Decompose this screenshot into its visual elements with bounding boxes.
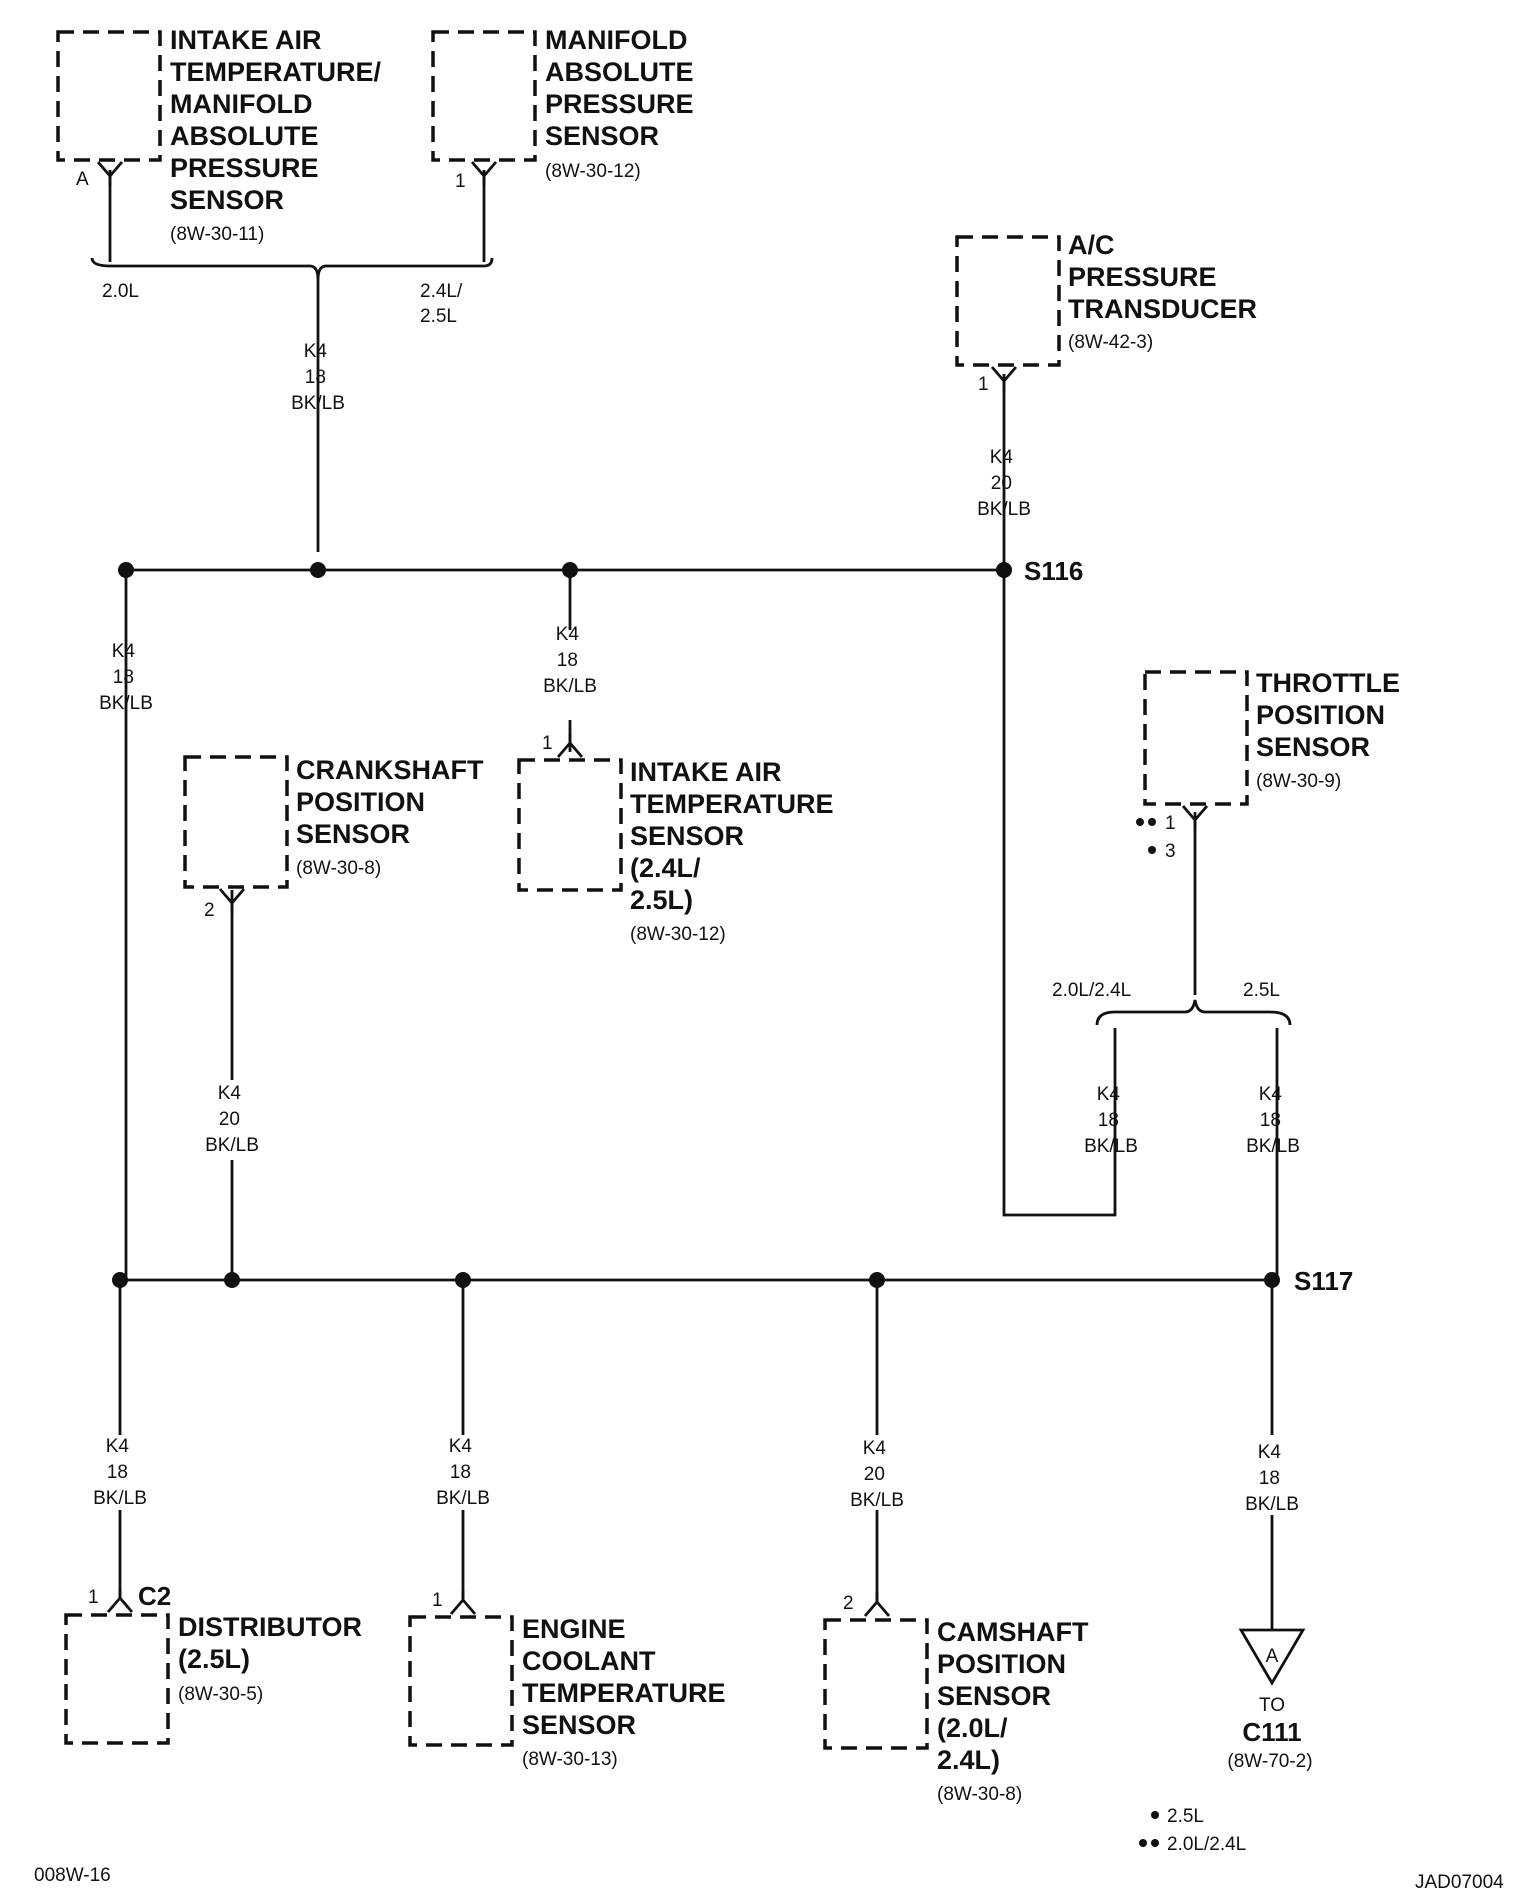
wire-label: K4 20 BK/LB <box>977 447 1031 520</box>
wire-label: K4 18 BK/LB <box>291 341 345 414</box>
ac-title: A/C PRESSURE TRANSDUCER <box>1068 230 1257 324</box>
iat-map-ref: (8W-30-11) <box>170 224 264 245</box>
cmp-pin: 2 <box>843 1593 854 1614</box>
ac-pin: 1 <box>978 374 989 395</box>
ac-pressure-transducer-box <box>955 235 1061 367</box>
bullet-double-a <box>1136 818 1144 826</box>
tps-ref: (8W-30-9) <box>1256 771 1341 792</box>
crankshaft-position-sensor-box <box>183 755 289 889</box>
distributor-box <box>64 1613 170 1745</box>
tps-title: THROTTLE POSITION SENSOR <box>1256 668 1408 762</box>
connector-c111-triangle <box>1238 1628 1306 1686</box>
splice-dot <box>869 1272 885 1288</box>
branch-brace-tps <box>1095 999 1292 1026</box>
wire-label: K4 18 BK/LB <box>99 641 153 714</box>
ect-ref: (8W-30-13) <box>522 1749 618 1770</box>
map-sensor-box <box>431 30 537 162</box>
map-title: MANIFOLD ABSOLUTE PRESSURE SENSOR <box>545 25 701 151</box>
branch-label-tps-right: 2.5L <box>1243 980 1280 1001</box>
camshaft-position-sensor-box <box>823 1618 929 1750</box>
connector-to: TO <box>1259 1695 1285 1716</box>
legend-bullet-double-b <box>1151 1839 1159 1847</box>
wire-label: K4 18 BK/LB <box>1245 1442 1299 1515</box>
intake-air-temperature-sensor-box <box>517 758 623 892</box>
connector-letter: A <box>1266 1646 1279 1667</box>
splice-s116-dot <box>996 562 1012 578</box>
wire-label: K4 18 BK/LB <box>1246 1084 1300 1157</box>
bullet-single <box>1148 846 1156 854</box>
wire-label: K4 18 BK/LB <box>543 624 597 697</box>
iat-title: INTAKE AIR TEMPERATURE SENSOR (2.4L/ 2.5… <box>630 757 841 915</box>
sensor-drop-wires <box>108 170 486 262</box>
tps-pin-1: 1 <box>1165 813 1176 834</box>
pin-symbol-dist <box>106 1588 134 1613</box>
wire-label: K4 18 BK/LB <box>93 1436 147 1509</box>
cmp-title: CAMSHAFT POSITION SENSOR (2.0L/ 2.4L) <box>937 1617 1096 1775</box>
splice-dot <box>455 1272 471 1288</box>
iat-pin: 1 <box>542 733 553 754</box>
dist-title: DISTRIBUTOR (2.5L) <box>178 1612 370 1674</box>
pin-symbol-ac <box>990 366 1018 391</box>
cmp-ref: (8W-30-8) <box>937 1784 1022 1805</box>
branch-label-20l: 2.0L <box>102 281 139 302</box>
branch-label-24l-25l: 2.4L/ 2.5L <box>420 281 468 327</box>
splice-dot <box>118 562 134 578</box>
engine-coolant-temperature-sensor-box <box>408 1615 514 1747</box>
pin-symbol-iat <box>556 733 584 758</box>
ckp-title: CRANKSHAFT POSITION SENSOR <box>296 755 491 849</box>
wire-label: K4 20 BK/LB <box>205 1083 259 1156</box>
splice-dot <box>562 562 578 578</box>
iat-map-title: INTAKE AIR TEMPERATURE/ MANIFOLD ABSOLUT… <box>170 25 389 215</box>
wire-s116-to-tps <box>1002 570 1117 1217</box>
legend-double: 2.0L/2.4L <box>1167 1834 1246 1855</box>
pin-symbol-ckp <box>218 888 246 913</box>
pin-symbol-tps <box>1181 805 1209 830</box>
wire-label: K4 20 BK/LB <box>850 1438 904 1511</box>
splice-dot <box>224 1272 240 1288</box>
pin-symbol-cmp <box>863 1592 891 1617</box>
legend-bullet-double-a <box>1139 1839 1147 1847</box>
map-pin: 1 <box>455 171 466 192</box>
ac-ref: (8W-42-3) <box>1068 332 1153 353</box>
wire-label: K4 18 BK/LB <box>1084 1084 1138 1157</box>
throttle-position-sensor-box <box>1143 670 1249 806</box>
dist-connector-c2: C2 <box>138 1581 171 1611</box>
bullet-double-b <box>1148 818 1156 826</box>
pin-symbol-map <box>470 161 498 186</box>
ckp-ref: (8W-30-8) <box>296 858 381 879</box>
iat-ref: (8W-30-12) <box>630 924 726 945</box>
pin-symbol-ect <box>449 1590 477 1615</box>
map-ref: (8W-30-12) <box>545 161 641 182</box>
dist-pin: 1 <box>88 1587 99 1608</box>
ect-title: ENGINE COOLANT TEMPERATURE SENSOR <box>522 1614 733 1740</box>
connector-name: C111 <box>1242 1717 1301 1747</box>
legend-single: 2.5L <box>1167 1806 1204 1827</box>
iat-map-sensor-box <box>56 30 162 162</box>
branch-label-tps-left: 2.0L/2.4L <box>1052 980 1131 1001</box>
iat-map-pin: A <box>76 169 89 190</box>
wire-label: K4 18 BK/LB <box>436 1436 490 1509</box>
branch-brace-top <box>90 257 494 281</box>
footer-right: JAD07004 <box>1415 1872 1504 1893</box>
splice-s117-dot <box>1264 1272 1280 1288</box>
splice-dot <box>310 562 326 578</box>
ect-pin: 1 <box>432 1590 443 1611</box>
splice-dot <box>112 1272 128 1288</box>
pin-symbol-iat-map <box>96 161 124 186</box>
splice-label-s117: S117 <box>1294 1266 1353 1296</box>
dist-ref: (8W-30-5) <box>178 1684 263 1705</box>
footer-left: 008W-16 <box>34 1865 111 1886</box>
connector-ref: (8W-70-2) <box>1227 1751 1312 1772</box>
tps-pin-3: 3 <box>1165 841 1176 862</box>
legend-bullet-single <box>1151 1811 1159 1819</box>
ckp-pin: 2 <box>204 900 215 921</box>
splice-label-s116: S116 <box>1024 556 1083 586</box>
